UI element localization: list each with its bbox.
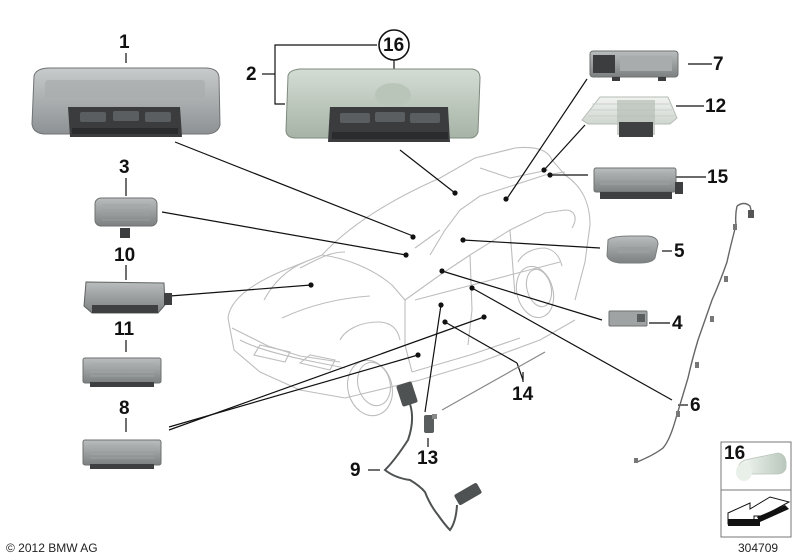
callout-1: 1 bbox=[119, 32, 130, 53]
part-light-guide bbox=[441, 351, 546, 411]
part-wiring-harness bbox=[634, 202, 754, 463]
part-tailgate-light bbox=[593, 167, 683, 199]
callout-4: 4 bbox=[672, 313, 683, 334]
callout-9: 9 bbox=[350, 460, 361, 481]
attach-points bbox=[308, 167, 553, 358]
part-door-light bbox=[82, 439, 162, 469]
callout-13: 13 bbox=[417, 448, 439, 469]
part-reading-light bbox=[606, 235, 659, 264]
callout-14: 14 bbox=[512, 384, 534, 405]
callout-15: 15 bbox=[707, 167, 729, 188]
part-interior-light bbox=[94, 197, 158, 238]
callout-5: 5 bbox=[674, 241, 685, 262]
bulb-icon bbox=[736, 452, 787, 481]
part-roof-console-assembly bbox=[285, 68, 481, 142]
callout-10: 10 bbox=[114, 245, 136, 266]
callout-16-circle bbox=[378, 29, 410, 61]
callout-6: 6 bbox=[690, 395, 701, 416]
callout-11: 11 bbox=[114, 319, 135, 340]
callout-2: 2 bbox=[246, 64, 257, 85]
diagram-number: 304709 bbox=[738, 541, 779, 555]
part-roof-console-front bbox=[31, 67, 221, 137]
car-outline bbox=[227, 146, 591, 417]
part-cable-set bbox=[383, 381, 482, 532]
callout-7: 7 bbox=[713, 54, 724, 75]
part-rear-interior-light bbox=[589, 50, 679, 81]
legend-box bbox=[720, 441, 792, 538]
part-luggage-compartment-light bbox=[581, 96, 678, 137]
set-arrow-icon bbox=[727, 496, 791, 526]
callout-3: 3 bbox=[119, 157, 130, 178]
part-glove-box-light bbox=[83, 281, 172, 314]
copyright-text: © 2012 BMW AG bbox=[6, 541, 98, 555]
callout-12: 12 bbox=[705, 96, 727, 117]
part-control-unit bbox=[608, 310, 648, 327]
part-footwell-light bbox=[82, 357, 162, 387]
part-connector bbox=[424, 414, 437, 433]
callout-8: 8 bbox=[119, 398, 130, 419]
legend-callout-16: 16 bbox=[724, 443, 746, 464]
leader-lines bbox=[125, 44, 712, 471]
callout-16: 16 bbox=[383, 35, 405, 56]
